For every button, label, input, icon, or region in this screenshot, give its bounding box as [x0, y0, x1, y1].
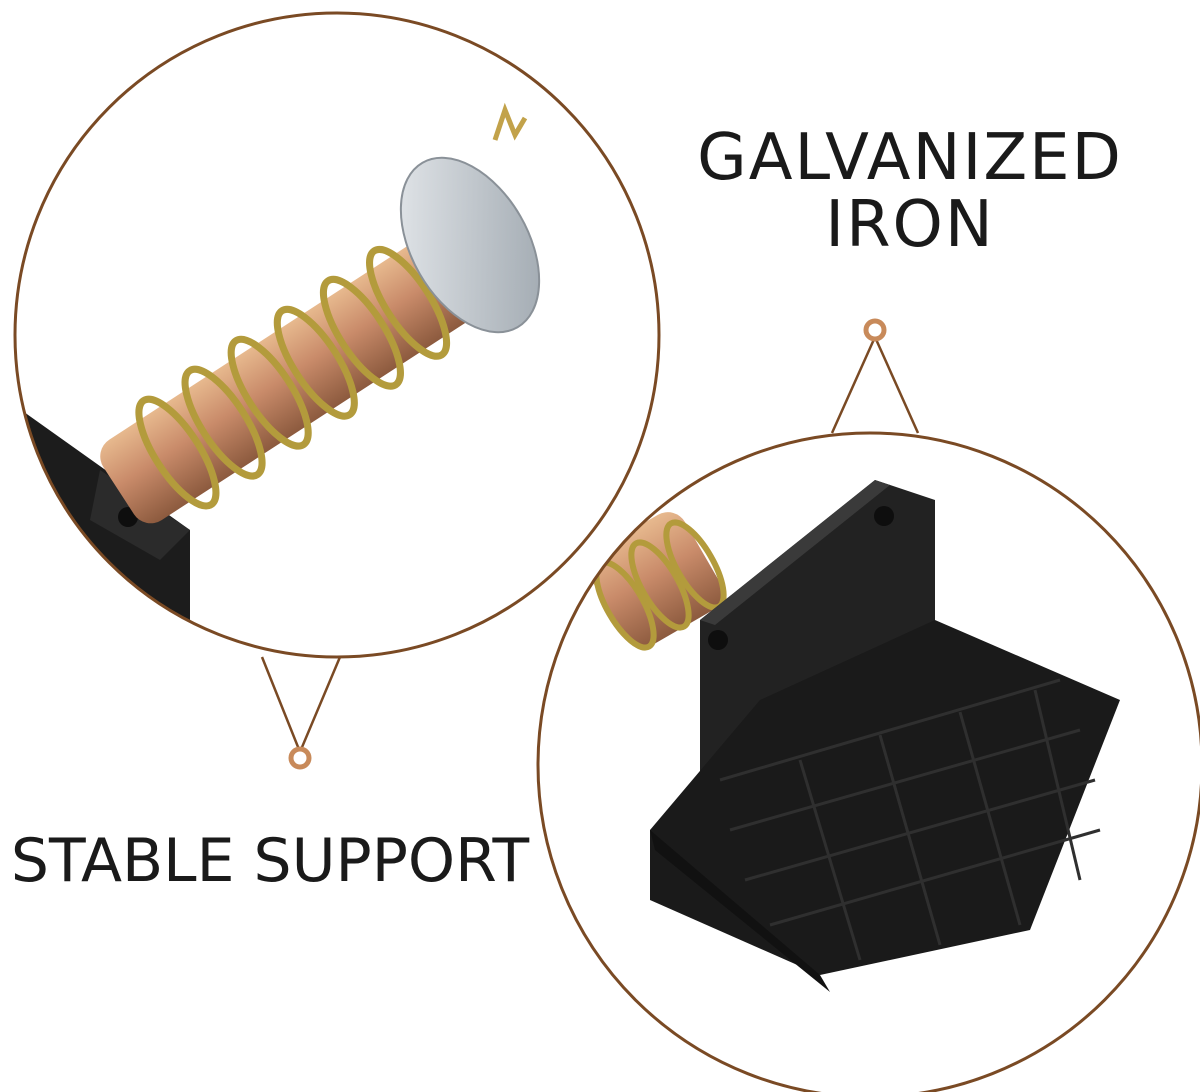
- tread-grid: [719, 678, 1101, 961]
- connector-dot-icon: [863, 318, 887, 342]
- callout-galvanized-iron: GALVANIZED IRON: [660, 121, 1160, 263]
- connector-dot-icon: [288, 746, 312, 770]
- callout-top-line1: GALVANIZED: [697, 121, 1123, 195]
- callout-top-line2: IRON: [825, 188, 995, 263]
- washer: [399, 156, 541, 334]
- rubber-l-pad: [650, 480, 1120, 992]
- spring-coils: [135, 245, 451, 510]
- cotter-pin: [492, 102, 528, 141]
- pin-shaft: [100, 202, 532, 524]
- left-detail-circle: [13, 11, 661, 659]
- callout-connector-top: [830, 318, 920, 434]
- callout-connector-bottom: [260, 656, 342, 770]
- callout-stable-support: STABLE SUPPORT: [10, 826, 530, 896]
- right-detail-circle: [536, 431, 1200, 1092]
